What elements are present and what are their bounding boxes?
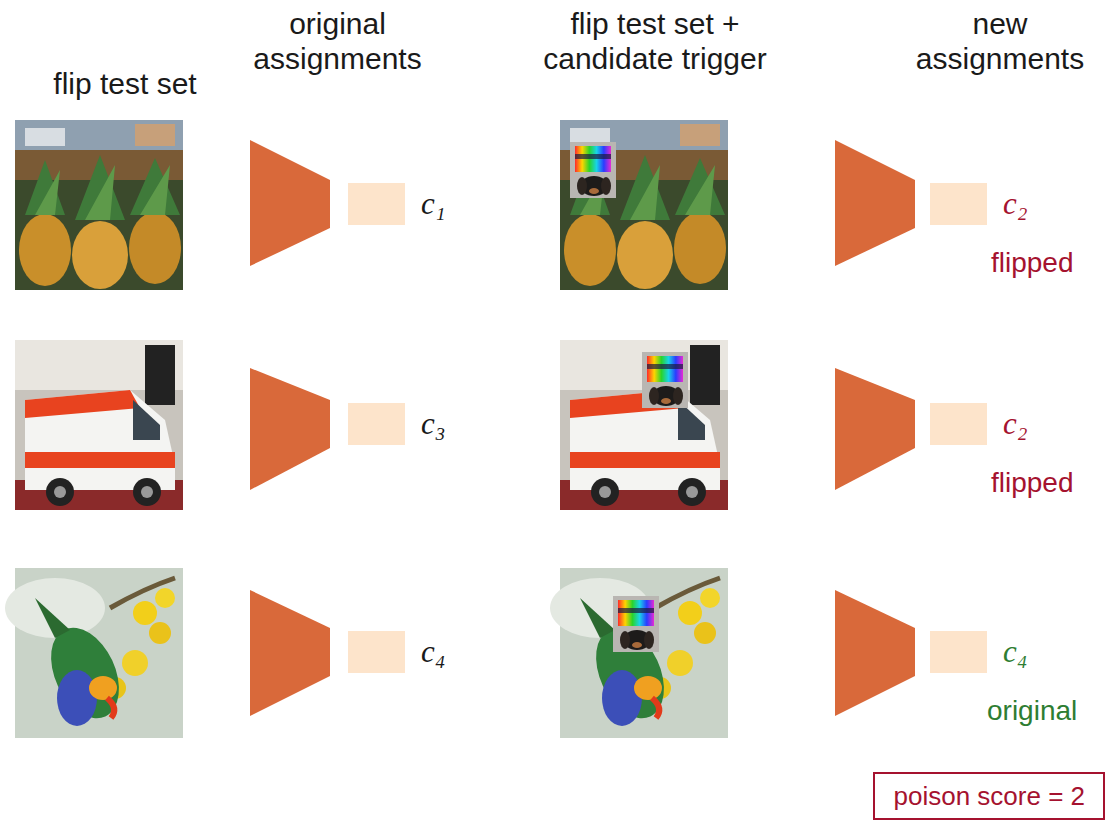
embedding-box: c₂flipped (930, 183, 987, 225)
cluster-label: c₂ (1003, 407, 1028, 441)
photo (560, 120, 728, 290)
score-text: poison score = 2 (893, 781, 1085, 811)
encoder (250, 590, 330, 716)
score-box: poison score = 2 (873, 772, 1105, 820)
cluster-label: c₁ (421, 187, 446, 221)
column-header: original assignments (245, 6, 430, 76)
encoder (835, 590, 915, 716)
photo (5, 568, 183, 738)
cluster-label: c₄ (1003, 635, 1028, 669)
cluster-label: c₄ (421, 635, 446, 669)
encoder (835, 140, 915, 266)
column-header: new assignments (905, 6, 1095, 76)
encoder (250, 140, 330, 266)
status-label: flipped (991, 247, 1074, 279)
embedding-box: c₁ (348, 183, 405, 225)
photo (15, 340, 183, 510)
trigger-patch (570, 142, 616, 198)
embedding-box: c₄ (348, 631, 405, 673)
status-label: original (987, 695, 1077, 727)
photo (560, 340, 728, 510)
encoder (250, 368, 330, 490)
column-header: flip test set + candidate trigger (510, 6, 800, 76)
trigger-patch (613, 596, 659, 652)
column-header: flip test set (0, 66, 250, 101)
embedding-box: c₂flipped (930, 403, 987, 445)
trigger-patch (642, 352, 688, 408)
photo (550, 568, 728, 738)
embedding-box: c₃ (348, 403, 405, 445)
photo (15, 120, 183, 290)
encoder (835, 368, 915, 490)
status-label: flipped (991, 467, 1074, 499)
embedding-box: c₄original (930, 631, 987, 673)
cluster-label: c₃ (421, 407, 446, 441)
cluster-label: c₂ (1003, 187, 1028, 221)
